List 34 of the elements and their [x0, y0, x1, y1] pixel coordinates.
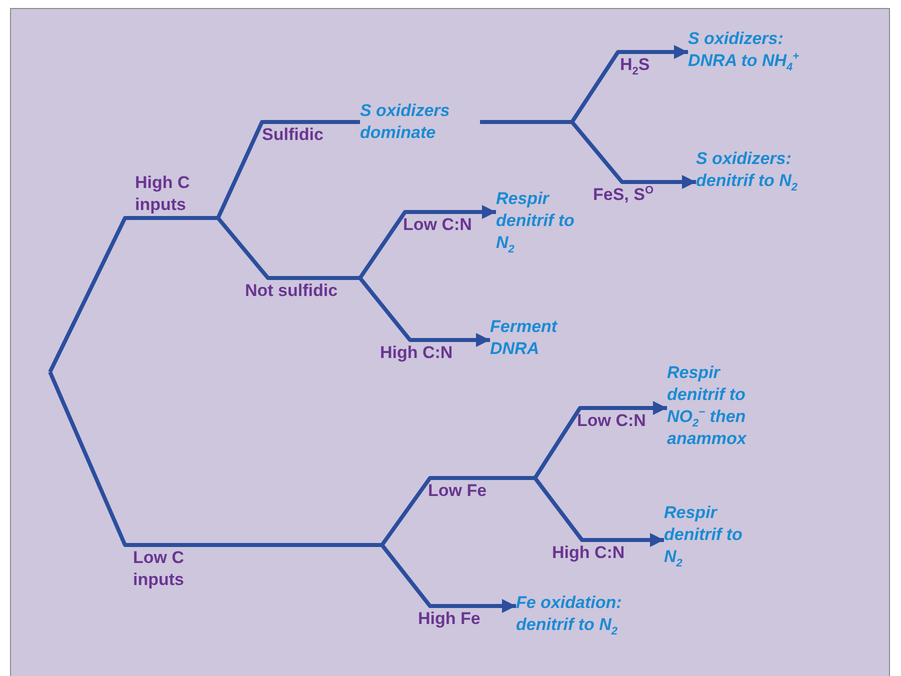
arrow	[614, 401, 667, 415]
outcome-label: Respir denitrif to N$_{2}$	[664, 502, 749, 568]
branch-label: High C:N	[552, 542, 640, 564]
outcome-label: S oxidizers dominate	[360, 100, 480, 144]
branch-label: H$_{2}$S	[620, 54, 665, 76]
outcome-label: Respir denitrif to NO$_{2}$$^{−}$ then anammox	[667, 362, 779, 450]
branch-label: High Fe	[418, 608, 500, 630]
branch-label: Low C inputs	[133, 547, 208, 591]
branch-line	[304, 276, 424, 342]
arrow	[459, 599, 516, 613]
branch-label: Low Fe	[428, 480, 503, 502]
arrow	[635, 175, 696, 189]
branch-line	[172, 216, 304, 280]
branch-line	[302, 120, 360, 124]
arrow	[441, 205, 496, 219]
branch-line	[465, 476, 596, 542]
branch-line	[48, 371, 170, 547]
branch-line	[48, 216, 172, 373]
branch-label: Low C:N	[403, 214, 480, 236]
branch-label: Low C:N	[577, 410, 651, 432]
branch-label: Not sulfidic	[245, 280, 363, 302]
branch-label: High C:N	[380, 342, 468, 364]
outcome-label: Fe oxidation: denitrif to N$_{2}$	[516, 592, 666, 636]
outcome-label: S oxidizers: denitrif to N$_{2}$	[696, 148, 811, 192]
outcome-label: Ferment DNRA	[490, 316, 585, 360]
branch-label: High C inputs	[135, 172, 210, 216]
arrow	[596, 533, 664, 547]
arrow	[642, 45, 688, 59]
branch-line	[170, 543, 459, 608]
branch-label: Sulfidic	[262, 124, 342, 146]
branch-line	[480, 120, 635, 184]
arrow	[424, 333, 490, 347]
branch-label: FeS, S$^{O}$	[593, 184, 678, 206]
outcome-label: Respir denitrif to N$_{2}$	[496, 188, 581, 254]
